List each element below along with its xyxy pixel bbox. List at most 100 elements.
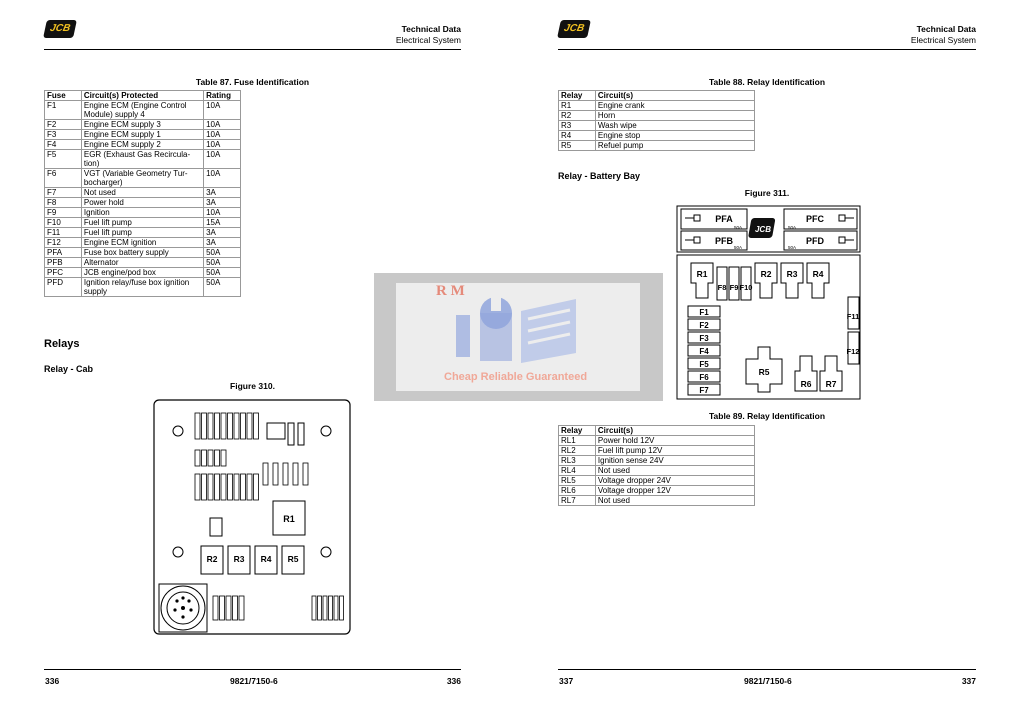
table-cell: Power hold bbox=[80, 197, 205, 208]
fuse-f11-label: F11 bbox=[847, 312, 860, 321]
table-cell: R1 bbox=[558, 100, 596, 111]
table-cell: Voltage dropper 24V bbox=[594, 475, 756, 486]
table-cell: R3 bbox=[558, 120, 596, 131]
table-cell: Alternator bbox=[80, 257, 205, 268]
table-cell: 3A bbox=[203, 197, 241, 208]
table-cell: F8 bbox=[44, 197, 82, 208]
fuse-slot bbox=[292, 462, 299, 486]
fuse-pfc-rating: 50A bbox=[788, 225, 796, 230]
fuse-slot bbox=[194, 449, 201, 467]
fuse-slot bbox=[212, 595, 219, 621]
header-title: Technical Data bbox=[916, 24, 976, 34]
watermark-inner: R M Cheap Reliable Guaranteed bbox=[396, 283, 640, 391]
table-cell: PFB bbox=[44, 257, 82, 268]
fuse-f9-label: F9 bbox=[730, 283, 739, 292]
fuse-slot bbox=[207, 412, 214, 440]
fuse-slot bbox=[253, 473, 259, 501]
fuse-slot bbox=[232, 595, 238, 621]
figure310-caption: Figure 310. bbox=[230, 381, 275, 391]
fuse-slot bbox=[687, 344, 721, 357]
table-cell: PFC bbox=[44, 267, 82, 278]
table-header: Fuse bbox=[44, 90, 82, 101]
table-cell: 10A bbox=[203, 207, 241, 218]
table-cell: 10A bbox=[203, 139, 241, 150]
relay-r5-label: R5 bbox=[288, 554, 299, 564]
fuse-pfc-label: PFC bbox=[806, 214, 825, 224]
fuse-slot bbox=[238, 595, 245, 621]
fuse-f10-label: F10 bbox=[740, 283, 753, 292]
table-cell: Refuel pump bbox=[594, 140, 756, 151]
fuse-slot bbox=[687, 331, 721, 344]
fuse-slot bbox=[233, 473, 240, 501]
table-cell: F7 bbox=[44, 187, 82, 198]
table-cell: 3A bbox=[203, 237, 241, 248]
fig311-jcb-logo: JCB bbox=[755, 225, 771, 234]
header-subtitle: Electrical System bbox=[910, 35, 976, 45]
header-rule bbox=[558, 49, 976, 50]
fuse-slot bbox=[246, 412, 253, 440]
fuse-pfd-rating: 50A bbox=[788, 245, 796, 250]
table-cell: Engine ECM supply 1 bbox=[80, 129, 205, 140]
table-cell: Engine ECM ignition bbox=[80, 237, 205, 248]
table-cell: VGT (Variable Geometry Tur-bocharger) bbox=[80, 168, 205, 188]
relay-r3-label: R3 bbox=[234, 554, 245, 564]
fuse-pfb-label: PFB bbox=[715, 236, 734, 246]
table-cell: Not used bbox=[80, 187, 205, 198]
fuse-slot bbox=[328, 595, 333, 621]
fuse-slot bbox=[322, 595, 328, 621]
table-cell: F5 bbox=[44, 149, 82, 169]
fuse-slot bbox=[220, 412, 227, 440]
fuse-slot bbox=[333, 595, 339, 621]
table-cell: RL2 bbox=[558, 445, 596, 456]
footer-page-number-right: 336 bbox=[446, 676, 461, 686]
table-cell: Not used bbox=[594, 495, 756, 506]
table-cell: Ignition bbox=[80, 207, 205, 218]
table-cell: Ignition relay/fuse box ignition supply bbox=[80, 277, 205, 297]
fuse-slot bbox=[262, 462, 269, 486]
table-cell: F11 bbox=[44, 227, 82, 238]
fuse-slot bbox=[220, 449, 227, 467]
footer-page-number: 337 bbox=[559, 676, 574, 686]
fuse-f1-label: F1 bbox=[699, 308, 709, 317]
fuse-f8-label: F8 bbox=[718, 283, 727, 292]
footer-rule bbox=[558, 669, 976, 670]
table-cell: F4 bbox=[44, 139, 82, 150]
table-cell: JCB engine/pod box bbox=[80, 267, 205, 278]
table-cell: PFD bbox=[44, 277, 82, 297]
fuse-f2-label: F2 bbox=[699, 321, 709, 330]
table-cell: RL3 bbox=[558, 455, 596, 466]
footer-rule bbox=[44, 669, 461, 670]
relay-r5-label: R5 bbox=[759, 367, 770, 377]
table-cell: 10A bbox=[203, 168, 241, 188]
relay-r7-label: R7 bbox=[826, 379, 837, 389]
table-cell: 50A bbox=[203, 277, 241, 297]
fuse-slot bbox=[207, 473, 214, 501]
relay-r1-label: R1 bbox=[697, 269, 708, 279]
table-cell: 50A bbox=[203, 257, 241, 268]
table-cell: RL6 bbox=[558, 485, 596, 496]
fuse-slot bbox=[302, 462, 309, 486]
table-cell: 10A bbox=[203, 100, 241, 120]
header-subtitle: Electrical System bbox=[395, 35, 461, 45]
table-cell: EGR (Exhaust Gas Recircula-tion) bbox=[80, 149, 205, 169]
fuse-slot bbox=[194, 473, 201, 501]
table-cell: F6 bbox=[44, 168, 82, 188]
fuse-slot bbox=[339, 595, 344, 621]
fuse-slot bbox=[240, 473, 246, 501]
fuse-slot bbox=[240, 412, 246, 440]
fuse-slot bbox=[233, 412, 240, 440]
table-cell: RL5 bbox=[558, 475, 596, 486]
